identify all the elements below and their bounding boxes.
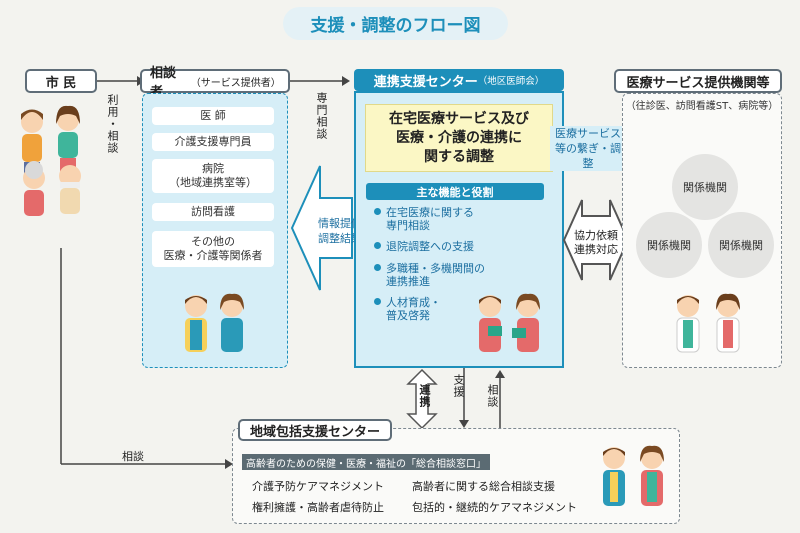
related-org-circle: 関係機関 [636,212,702,278]
citizen-label: 市 民 [25,69,97,93]
community-item: 介護予防ケアマネジメント [252,480,384,493]
consultant-label: 相談者 （サービス提供者） [140,66,290,100]
cooperation-line: 連携対応 [574,243,618,256]
medical-link-note: 医療サービス 等の繋ぎ・調整 [550,126,626,171]
citizen-consult-label: 相談 [122,450,144,463]
bullet-icon [374,242,381,249]
role-line: 医療・介護等関係者 [163,249,263,262]
community-item: 権利擁護・高齢者虐待防止 [252,501,384,514]
info-arrow-text: 情報提供 調整結果 [318,216,362,246]
role-other: その他の 医療・介護等関係者 [152,231,274,267]
providers-sublabel: （往診医、訪問看護ST、病院等） [625,101,779,112]
function-item: 在宅医療に関する 専門相談 [374,206,474,232]
function-line: 連携推進 [386,275,430,288]
person-icon [676,295,700,353]
consultant-sublabel: （サービス提供者） [190,77,281,89]
center-label: 連携支援センター （地区医師会） [354,69,564,91]
bullet-icon [374,208,381,215]
function-line: 人材育成・ [386,296,441,309]
cooperation-line: 協力依頼 [574,229,618,242]
center-main-line: 関する調整 [424,148,494,165]
citizens-illustration [21,105,81,216]
function-line: 退院調整への支援 [386,240,474,253]
center-main-box: 在宅医療サービス及び 医療・介護の連携に 関する調整 [365,104,553,172]
info-arrow-line: 調整結果 [318,232,362,245]
function-line: 在宅医療に関する [386,206,474,219]
role-doctor: 医 師 [152,107,274,125]
role-line: その他の [191,235,235,248]
arrow-consultant-to-center [290,76,350,86]
role-line: （地域連携室等） [169,176,257,189]
related-org-circle: 関係機関 [672,154,738,220]
support-label: 支援 [452,374,465,398]
citizen-to-community-arrow [60,248,233,469]
community-item: 高齢者に関する総合相談支援 [412,480,555,493]
consult-arrow [495,370,505,430]
use-consult-label: 利用・相談 [106,94,119,154]
role-line: 病院 [202,162,224,175]
person-icon [512,293,540,352]
role-care-manager: 介護支援専門員 [152,133,274,151]
role-line: 医 師 [200,109,226,122]
info-arrow-line: 情報提供 [318,217,362,230]
cooperation-vertical-label: 連携 [418,384,431,408]
function-line: 専門相談 [386,219,430,232]
function-item: 退院調整への支援 [374,240,474,253]
citizen-label-text: 市 民 [45,75,77,91]
person-icon [716,293,740,353]
center-sublabel: （地区医師会） [477,76,545,87]
community-staff-illustration [603,445,664,506]
community-heading: 高齢者のための保健・医療・福祉の「総合相談窓口」 [242,454,490,470]
role-line: 介護支援専門員 [174,135,252,148]
function-line: 多職種・多機関間の [386,262,485,275]
person-icon [59,165,81,214]
center-main-line: 在宅医療サービス及び [389,110,529,127]
person-icon [220,293,244,352]
diagram-title: 支援・調整のフロー図 [283,7,508,40]
center-main-line: 医療・介護の連携に [396,129,522,146]
medical-link-line: 医療サービス [555,127,621,140]
providers-label: 医療サービス提供機関等 [614,69,782,93]
consult-label: 相談 [486,384,499,408]
function-item: 人材育成・ 普及啓発 [374,296,441,322]
related-org-circle: 関係機関 [708,212,774,278]
center-label-text: 連携支援センター [373,74,478,90]
bullet-icon [374,298,381,305]
cooperation-text: 協力依頼 連携対応 [570,229,622,257]
role-visiting-nurse: 訪問看護 [152,203,274,221]
function-line: 普及啓発 [386,309,430,322]
role-hospital: 病院 （地域連携室等） [152,159,274,193]
person-icon [479,295,502,352]
person-icon [603,447,625,506]
person-icon [23,161,45,216]
providers-illustration [676,293,740,353]
function-item: 多職種・多機関間の 連携推進 [374,262,485,288]
specialist-consult-label: 専門相談 [315,92,328,140]
consultants-illustration [185,293,244,352]
functions-heading: 主な機能と役割 [366,183,544,200]
person-icon [185,295,207,352]
support-arrow [459,368,469,428]
medical-link-line: 等の繋ぎ・調整 [555,142,621,170]
info-arrow [290,165,353,291]
center-staff-illustration [479,293,540,352]
community-label: 地域包括支援センター [238,419,392,441]
bullet-icon [374,264,381,271]
person-icon [56,105,80,172]
role-line: 訪問看護 [191,205,235,218]
person-icon [640,445,664,506]
community-item: 包括的・継続的ケアマネジメント [412,501,577,514]
